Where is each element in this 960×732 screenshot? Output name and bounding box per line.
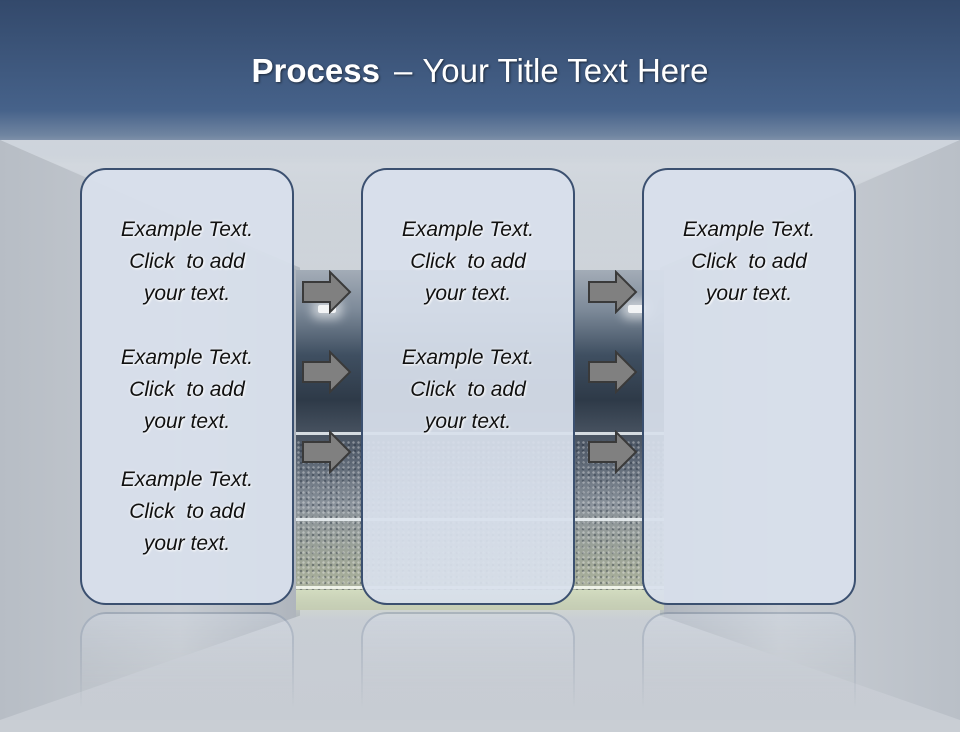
text-line: your text.	[143, 532, 231, 555]
text-line: Example Text.	[682, 218, 816, 241]
text-line: Click to add	[129, 250, 245, 273]
text-line: Click to add	[129, 500, 245, 523]
text-line: Example Text.	[401, 218, 535, 241]
title-bold: Process	[251, 52, 380, 89]
text-line: Click to add	[691, 250, 807, 273]
floodlight	[318, 305, 336, 313]
right-arrow-icon[interactable]	[302, 430, 352, 474]
right-arrow-icon[interactable]	[302, 270, 352, 314]
title-separator: –	[393, 52, 413, 89]
title-rest: Your Title Text Here	[422, 52, 709, 89]
text-line: Example Text.	[401, 346, 535, 369]
text-line: Click to add	[410, 378, 526, 401]
text-placeholder[interactable]: Example Text. Click to add your text.	[644, 214, 854, 310]
text-placeholder[interactable]: Example Text. Click to add your text.	[363, 342, 573, 438]
text-line: Click to add	[410, 250, 526, 273]
text-line: your text.	[143, 410, 231, 433]
process-box-3[interactable]: Example Text. Click to add your text.	[642, 168, 856, 605]
text-line: Click to add	[129, 378, 245, 401]
text-line: Example Text.	[120, 346, 254, 369]
text-line: your text.	[705, 282, 793, 305]
process-box-1[interactable]: Example Text. Click to add your text. Ex…	[80, 168, 294, 605]
box-reflection	[80, 612, 294, 732]
right-arrow-icon[interactable]	[302, 350, 352, 394]
text-line: Example Text.	[120, 468, 254, 491]
text-placeholder[interactable]: Example Text. Click to add your text.	[82, 342, 292, 438]
box-reflection	[361, 612, 575, 732]
text-line: your text.	[143, 282, 231, 305]
text-placeholder[interactable]: Example Text. Click to add your text.	[363, 214, 573, 310]
text-placeholder[interactable]: Example Text. Click to add your text.	[82, 464, 292, 560]
floodlight	[628, 305, 646, 313]
process-box-2[interactable]: Example Text. Click to add your text. Ex…	[361, 168, 575, 605]
box-reflection	[642, 612, 856, 732]
right-arrow-icon[interactable]	[588, 350, 638, 394]
text-line: your text.	[424, 282, 512, 305]
right-arrow-icon[interactable]	[588, 270, 638, 314]
text-line: your text.	[424, 410, 512, 433]
text-line: Example Text.	[120, 218, 254, 241]
slide-title[interactable]: Process–Your Title Text Here	[0, 52, 960, 90]
text-placeholder[interactable]: Example Text. Click to add your text.	[82, 214, 292, 310]
right-arrow-icon[interactable]	[588, 430, 638, 474]
